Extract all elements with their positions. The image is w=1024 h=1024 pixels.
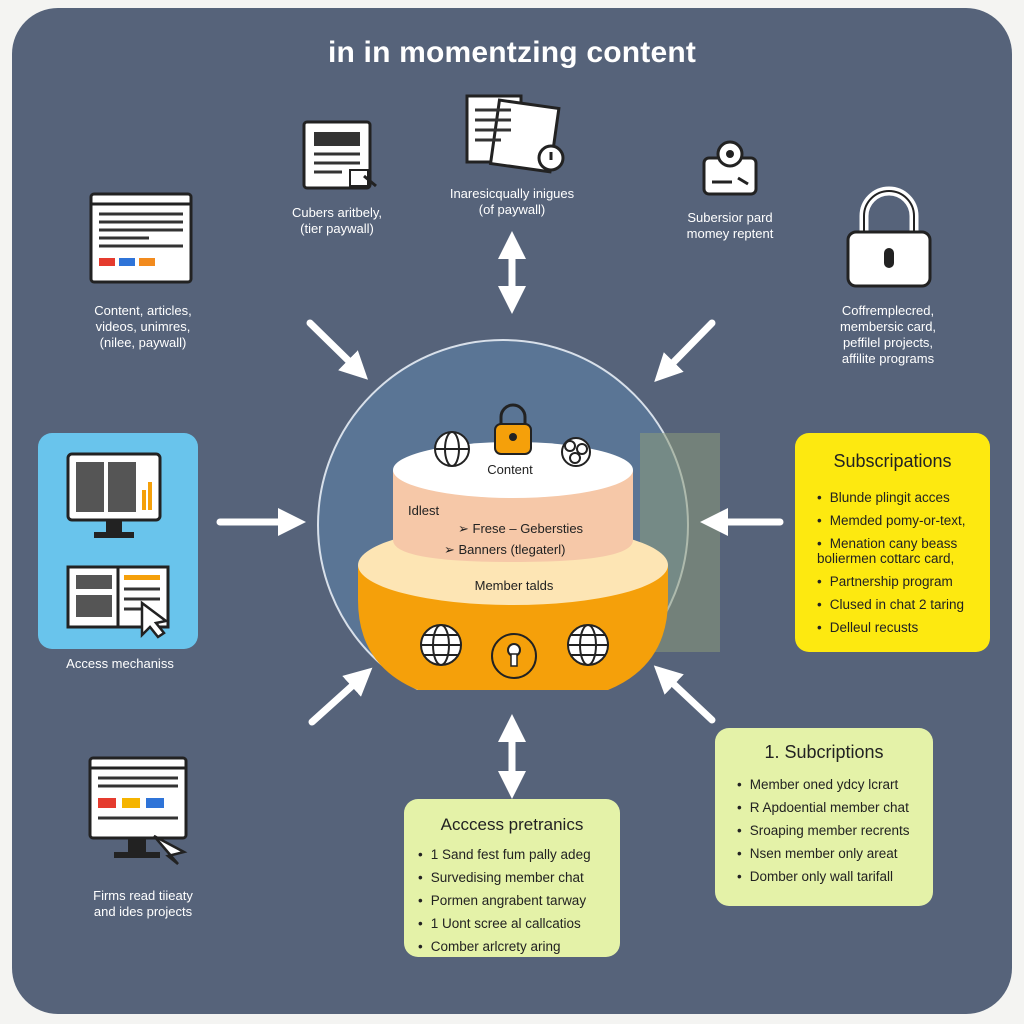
- access-practices-list: 1 Sand fest fum pally adeg Survedising m…: [418, 843, 620, 958]
- list-item: Blunde plingit acces: [817, 486, 990, 509]
- subscriptions-2-box: 1. Subcriptions Member oned ydcy lcrart …: [715, 728, 933, 906]
- left-item-label-ads: Firms read tiieaty and ides projects: [93, 888, 193, 919]
- diagram-title: in in momentzing content: [327, 36, 697, 69]
- top-item-label-sub-card: Subersior pard momey reptent: [686, 210, 774, 241]
- access-practices-box: Acccess pretranics 1 Sand fest fum pally…: [404, 799, 620, 957]
- book-cursor-icon: [66, 565, 170, 639]
- list-item: Nsen member only areat: [737, 842, 933, 865]
- list-item: Member oned ydcy lcrart: [737, 773, 933, 796]
- subscriptions-2-list: Member oned ydcy lcrart R Apdoential mem…: [737, 773, 933, 888]
- subscriptions-2-title: 1. Subcriptions: [764, 742, 884, 762]
- top-item-label-quality: Inaresicqually inigues (of paywall): [449, 186, 575, 217]
- arrow-bottom-right: [653, 665, 716, 724]
- network-icon: [561, 437, 591, 467]
- list-item: Clused in chat 2 taring: [817, 593, 990, 616]
- list-item: Comber arlcrety aring: [418, 935, 620, 958]
- subscriptions-list: Blunde plingit acces Memded pomy-or-text…: [817, 486, 990, 639]
- monitor-ads-icon: [88, 756, 188, 865]
- bottom-layer-label: Member talds: [474, 578, 554, 593]
- globe-icon: [420, 624, 462, 666]
- globe-icon: [434, 431, 470, 467]
- subscriptions-box: Subscripations Blunde plingit acces Memd…: [795, 433, 990, 652]
- keyhole-icon: [491, 633, 537, 679]
- right-top-label: Coffremplecred, membersic card, peffilel…: [839, 303, 937, 366]
- lock-icon: [494, 403, 532, 455]
- arrow-top-left: [306, 319, 369, 380]
- globe-icon: [567, 624, 609, 666]
- middle-layer-line-2: ➢ Banners (tlegaterl): [444, 542, 566, 557]
- list-item: Domber only wall tarifall: [737, 865, 933, 888]
- subscriptions-title: Subscripations: [833, 451, 952, 471]
- list-item: Sroaping member recrents: [737, 819, 933, 842]
- list-item: Delleul recusts: [817, 616, 990, 639]
- middle-layer-line-1: ➢ Frese – Gebersties: [458, 521, 584, 536]
- documents-stamp-icon: [465, 94, 565, 174]
- list-item: Partnership program: [817, 570, 990, 593]
- list-item: Menation cany beass boliermen cottarc ca…: [817, 532, 990, 570]
- id-card-icon: [702, 140, 758, 196]
- left-item-label-content: Content, articles, videos, unimres, (nil…: [94, 303, 192, 350]
- list-item: R Apdoential member chat: [737, 796, 933, 819]
- access-practices-title: Acccess pretranics: [440, 815, 584, 834]
- access-mechanism-label: Access mechaniss: [66, 656, 174, 671]
- padlock-icon: [846, 186, 932, 288]
- arrow-bottom-left: [308, 667, 373, 726]
- center-diagram: [317, 339, 720, 690]
- top-layer-label: Content: [487, 462, 533, 477]
- list-item: Pormen angrabent tarway: [418, 889, 620, 912]
- middle-layer-title: Idlest: [408, 503, 440, 518]
- list-item: Survedising member chat: [418, 866, 620, 889]
- list-item: Memded pomy-or-text,: [817, 509, 990, 532]
- monitor-chart-icon: [66, 452, 162, 538]
- article-cursor-icon: [302, 120, 377, 190]
- list-item: 1 Uont scree al callcatios: [418, 912, 620, 935]
- arrow-top-right: [654, 319, 716, 383]
- top-item-label-paywall: Cubers aritbely, (tier paywall): [291, 205, 383, 236]
- list-item: 1 Sand fest fum pally adeg: [418, 843, 620, 866]
- browser-window-icon: [89, 192, 193, 284]
